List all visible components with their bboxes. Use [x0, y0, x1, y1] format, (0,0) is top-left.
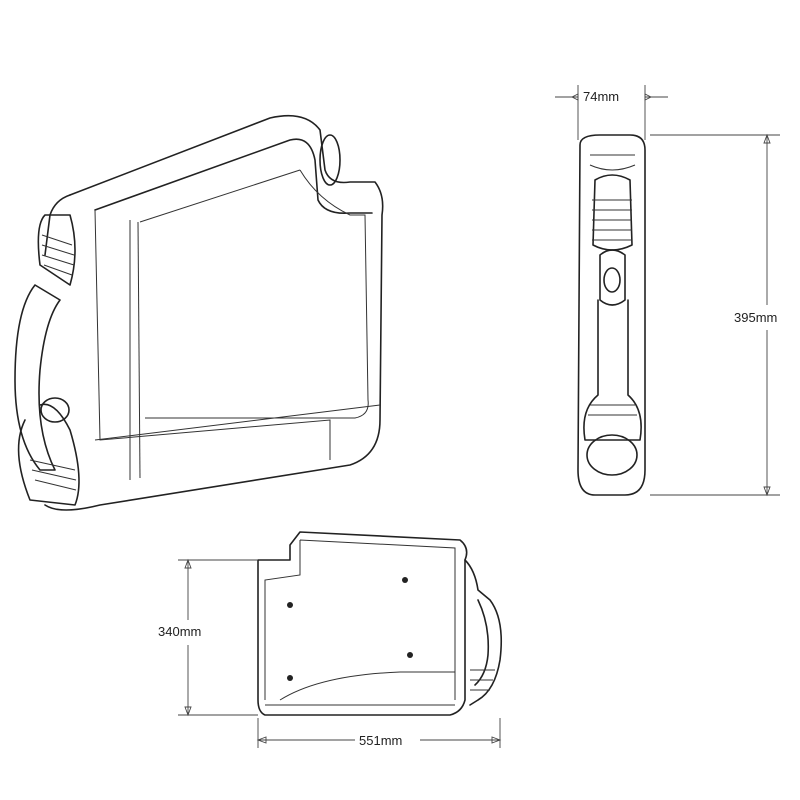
side-view	[178, 531, 503, 748]
perspective-view	[14, 114, 384, 511]
width-dimension-label: 551mm	[358, 733, 404, 748]
depth-dimension-label: 74mm	[582, 89, 621, 104]
front-height-dimension-label: 395mm	[733, 310, 779, 325]
side-height-dimension-label: 340mm	[157, 624, 203, 639]
front-view	[555, 85, 780, 497]
